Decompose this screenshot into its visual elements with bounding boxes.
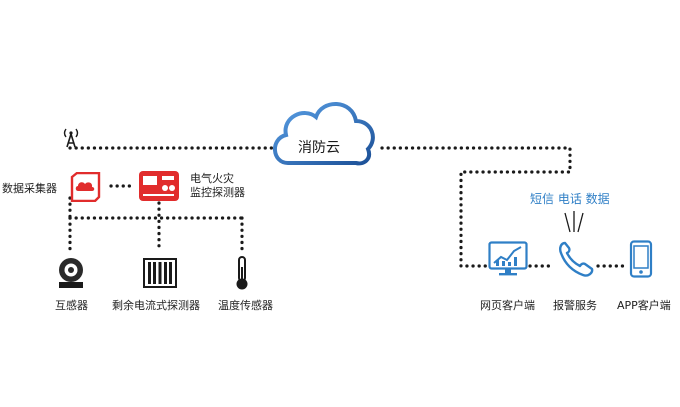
residual-current-detector-icon: [143, 258, 177, 288]
thermometer-icon: [236, 256, 248, 290]
client-label-alarm: 报警服务: [553, 299, 597, 312]
detector-label-line2: 监控探测器: [190, 186, 245, 199]
fire-detector-icon: [139, 171, 179, 201]
mobile-app-icon: [629, 240, 653, 278]
cloud-node: 消防云: [268, 93, 380, 171]
client-label-app: APP客户端: [617, 299, 671, 312]
sensor-label-thermometer: 温度传感器: [218, 299, 273, 312]
line-cloud-to-clients: [380, 146, 572, 268]
transformer-icon: [59, 258, 83, 288]
detector-label: 电气火灾 监控探测器: [190, 172, 245, 200]
antenna-icon: [63, 128, 79, 148]
signal-rays-icon: [564, 211, 584, 233]
alarm-channels-label: 短信 电话 数据: [530, 192, 610, 206]
monitor-chart-icon: [488, 241, 528, 276]
detector-label-line1: 电气火灾: [190, 172, 234, 185]
data-collector-icon: [70, 172, 101, 202]
client-label-web: 网页客户端: [480, 299, 535, 312]
cloud-label: 消防云: [298, 140, 340, 156]
sensor-label-residual: 剩余电流式探测器: [112, 299, 200, 312]
cloud-icon: [273, 102, 375, 166]
phone-icon: [559, 241, 594, 277]
collector-label: 数据采集器: [2, 182, 57, 195]
sensor-label-transformer: 互感器: [55, 299, 88, 312]
